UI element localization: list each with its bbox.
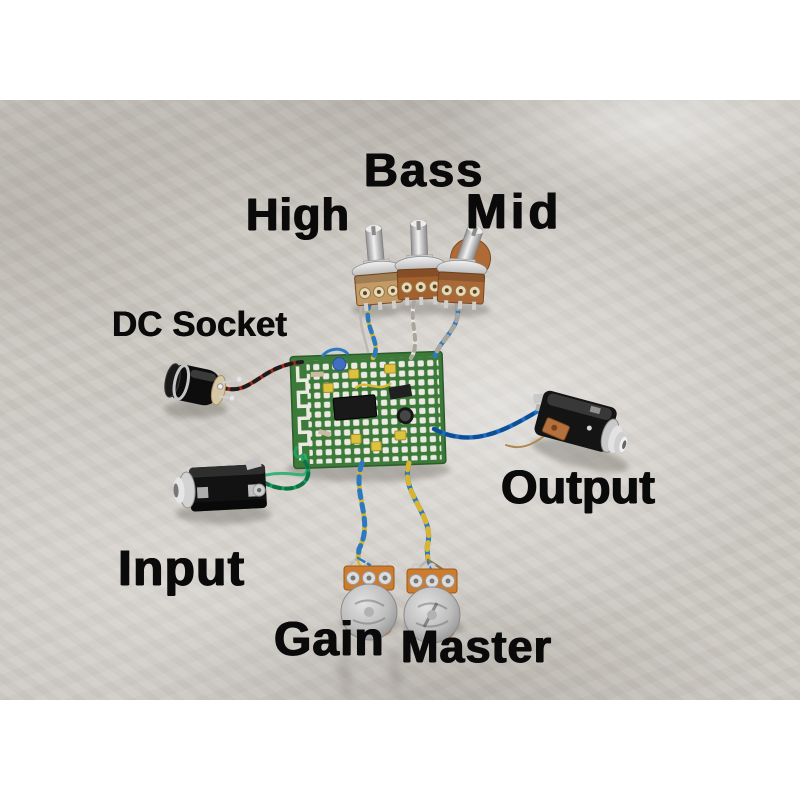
ic-chip bbox=[332, 394, 378, 421]
jack-window bbox=[196, 486, 209, 499]
master-potentiometer bbox=[403, 563, 461, 644]
pot-lugs bbox=[400, 280, 441, 294]
label-bass: Bass bbox=[364, 143, 485, 196]
jack-solder-lug bbox=[244, 457, 262, 471]
label-dc-socket: DC Socket bbox=[112, 305, 288, 344]
electrolytic-capacitor bbox=[396, 407, 414, 425]
label-output: Output bbox=[501, 460, 655, 513]
capacitor-top bbox=[399, 410, 411, 422]
dc-power-socket bbox=[164, 363, 242, 406]
perfboard-pcb bbox=[289, 347, 447, 470]
pot-lugs bbox=[409, 574, 455, 588]
socket-metal-ring bbox=[172, 364, 191, 401]
output-jack bbox=[533, 390, 628, 454]
pot-lugs bbox=[440, 284, 481, 298]
mid-pot-wire-pair bbox=[432, 300, 461, 359]
ceramic-capacitor bbox=[332, 356, 347, 371]
pot-lugs bbox=[346, 571, 392, 585]
label-high: High bbox=[246, 189, 350, 240]
label-master: Master bbox=[401, 621, 553, 672]
input-jack bbox=[173, 457, 267, 512]
dc-power-wire-pair bbox=[218, 360, 304, 392]
bass-pot-wire-pair bbox=[409, 300, 418, 360]
high-potentiometer bbox=[351, 225, 404, 312]
resistor bbox=[318, 428, 332, 438]
transistor bbox=[388, 384, 413, 400]
mid-potentiometer bbox=[436, 225, 492, 310]
label-gain: Gain bbox=[274, 613, 385, 666]
pot-lugs bbox=[358, 284, 399, 300]
resistor bbox=[310, 371, 324, 377]
input-wire-pair bbox=[261, 453, 311, 491]
components-illustration bbox=[164, 220, 629, 695]
yellow-jumper-wire bbox=[354, 382, 392, 390]
green-wire-stub bbox=[293, 445, 305, 459]
gain-potentiometer bbox=[340, 560, 398, 641]
label-mid: Mid bbox=[466, 185, 563, 239]
tile-floor-background bbox=[0, 100, 800, 700]
bass-potentiometer bbox=[394, 220, 446, 306]
blue-jumper-wire bbox=[320, 347, 350, 358]
tile-smudges bbox=[338, 651, 402, 695]
pcb-trace-maze bbox=[295, 366, 311, 461]
film-capacitors bbox=[322, 363, 407, 452]
label-input: Input bbox=[118, 540, 246, 596]
